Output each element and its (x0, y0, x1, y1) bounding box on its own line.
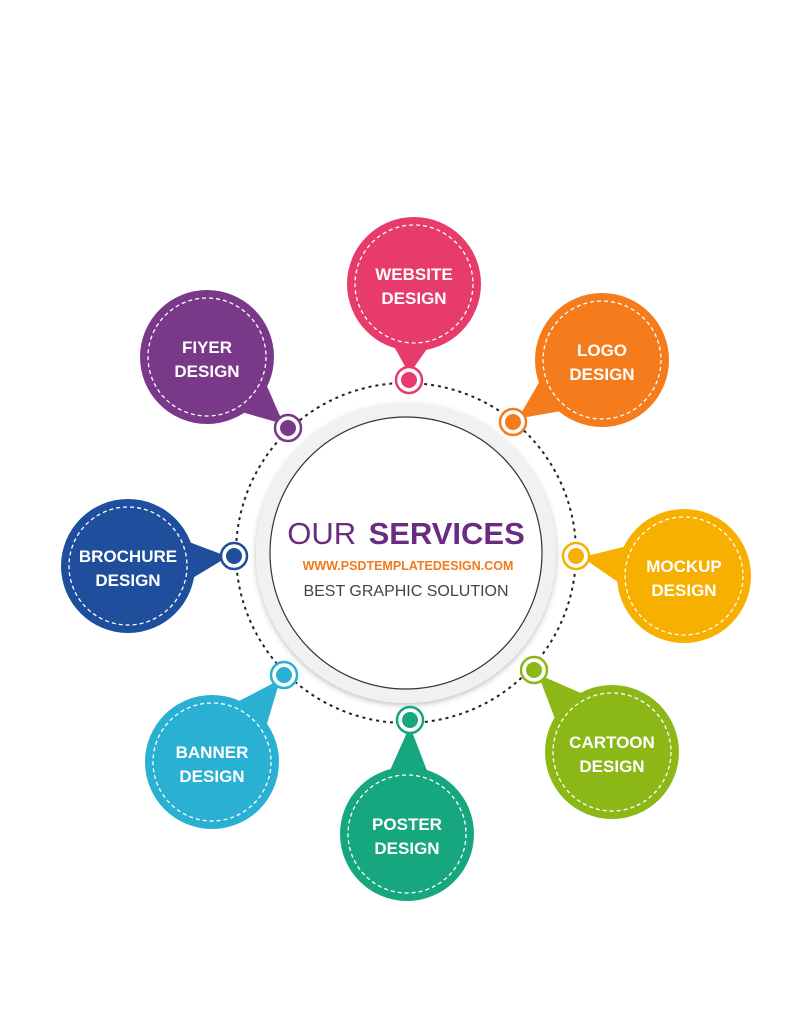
bubble-pointer (230, 679, 281, 734)
service-label-line1: BANNER (176, 743, 249, 762)
title-light: OUR (287, 516, 356, 551)
bubble-pointer (233, 376, 284, 425)
service-label-line1: MOCKUP (646, 557, 722, 576)
center-subtitle: BEST GRAPHIC SOLUTION (303, 583, 508, 600)
center-title: OUR SERVICES (287, 516, 525, 551)
service-bubble: POSTER DESIGN (340, 705, 474, 901)
service-label-line2: DESIGN (381, 289, 446, 308)
service-label-line2: DESIGN (174, 362, 239, 381)
bubble-dashed-ring (354, 224, 474, 344)
service-bubble: CARTOON DESIGN (519, 655, 679, 819)
bubble-circle (347, 217, 481, 351)
service-bubble: WEBSITE DESIGN (347, 217, 481, 395)
connector-node-dot (568, 548, 584, 564)
bubble-pointer (386, 725, 431, 780)
bubble-circle (617, 509, 751, 643)
bubble-circle (140, 290, 274, 424)
service-bubble: LOGO DESIGN (498, 293, 669, 437)
connector-node-dot (505, 414, 521, 430)
bubble-dashed-ring (152, 702, 272, 822)
connector-node-dot (402, 712, 418, 728)
connector-node-dot (280, 420, 296, 436)
service-label-line1: BROCHURE (79, 547, 177, 566)
service-bubble: FIYER DESIGN (140, 290, 303, 443)
service-bubble: MOCKUP DESIGN (561, 509, 751, 643)
connector-node-dot (276, 667, 292, 683)
bubble-pointer (538, 674, 591, 728)
service-label-line1: POSTER (372, 815, 442, 834)
connector-node-dot (401, 372, 417, 388)
service-bubble: BROCHURE DESIGN (61, 499, 249, 633)
service-label-line2: DESIGN (95, 571, 160, 590)
center-url: WWW.PSDTEMPLATEDESIGN.COM (303, 559, 514, 573)
connector-node-dot (226, 548, 242, 564)
bubble-circle (340, 767, 474, 901)
bubble-dashed-ring (68, 506, 188, 626)
bubble-dashed-ring (147, 297, 267, 417)
service-label-line2: DESIGN (374, 839, 439, 858)
bubble-circle (545, 685, 679, 819)
service-label-line2: DESIGN (579, 757, 644, 776)
bubble-circle (61, 499, 195, 633)
service-label-line1: FIYER (182, 338, 232, 357)
service-label-line1: CARTOON (569, 733, 655, 752)
bubble-dashed-ring (624, 516, 744, 636)
bubble-dashed-ring (552, 692, 672, 812)
title-bold: SERVICES (369, 516, 525, 551)
service-label-line2: DESIGN (179, 767, 244, 786)
service-label-line1: LOGO (577, 341, 627, 360)
bubble-circle (535, 293, 669, 427)
bubble-circle (145, 695, 279, 829)
bubble-dashed-ring (347, 774, 467, 894)
service-label-line1: WEBSITE (375, 265, 452, 284)
service-label-line2: DESIGN (651, 581, 716, 600)
center-inner-disc (269, 416, 543, 690)
service-bubble: BANNER DESIGN (145, 660, 299, 829)
bubble-dashed-ring (542, 300, 662, 420)
service-label-line2: DESIGN (569, 365, 634, 384)
connector-node-dot (526, 662, 542, 678)
